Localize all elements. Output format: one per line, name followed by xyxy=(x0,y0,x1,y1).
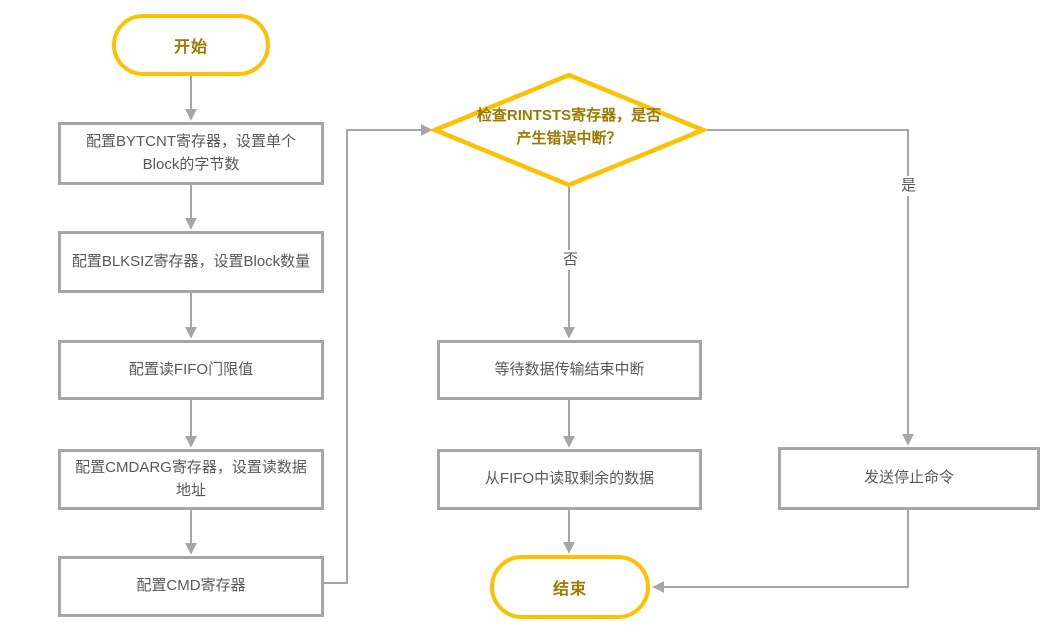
process-label: 配置BLKSIZ寄存器，设置Block数量 xyxy=(71,252,311,270)
process-box-config-fifo-threshold: 配置读FIFO门限值 xyxy=(58,340,324,400)
branch-label-yes: 是 xyxy=(898,176,920,196)
end-node: 结束 xyxy=(490,555,650,619)
connector-stop-to-end xyxy=(652,510,909,593)
start-label: 开始 xyxy=(173,39,208,56)
process-label: 配置读FIFO门限值 xyxy=(128,360,254,378)
process-label: 配置CMD寄存器 xyxy=(136,577,246,595)
process-box-wait-transfer-done: 等待数据传输结束中断 xyxy=(437,340,702,400)
process-box-read-remaining-fifo: 从FIFO中读取剩余的数据 xyxy=(437,449,702,510)
process-label: 配置BYTCNT寄存器，设置单个Block的字节数 xyxy=(85,133,296,173)
start-node: 开始 xyxy=(112,14,270,76)
decision-label-line2: 产生错误中断？ xyxy=(516,130,622,148)
process-box-config-cmd: 配置CMD寄存器 xyxy=(58,556,324,617)
decision-diamond-shape xyxy=(429,72,709,188)
process-label: 发送停止命令 xyxy=(863,469,954,487)
end-label: 结束 xyxy=(552,581,587,598)
process-box-send-stop-command: 发送停止命令 xyxy=(778,447,1040,510)
process-box-config-blksiz: 配置BLKSIZ寄存器，设置Block数量 xyxy=(58,231,324,293)
connector-step5-to-decision xyxy=(324,124,433,584)
branch-label-no: 否 xyxy=(560,250,582,270)
process-label: 等待数据传输结束中断 xyxy=(494,360,645,378)
process-label: 配置CMDARG寄存器，设置读数据地址 xyxy=(75,459,307,499)
decision-label-line1: 检查RINTSTS寄存器，是否 xyxy=(476,107,662,124)
connector-decision-yes xyxy=(703,129,914,446)
process-label: 从FIFO中读取剩余的数据 xyxy=(484,470,655,488)
process-box-config-bytcnt: 配置BYTCNT寄存器，设置单个Block的字节数 xyxy=(58,122,324,185)
decision-diamond-label: 检查RINTSTS寄存器，是否 产生错误中断？ xyxy=(443,104,695,151)
process-box-config-cmdarg: 配置CMDARG寄存器，设置读数据地址 xyxy=(58,449,324,510)
